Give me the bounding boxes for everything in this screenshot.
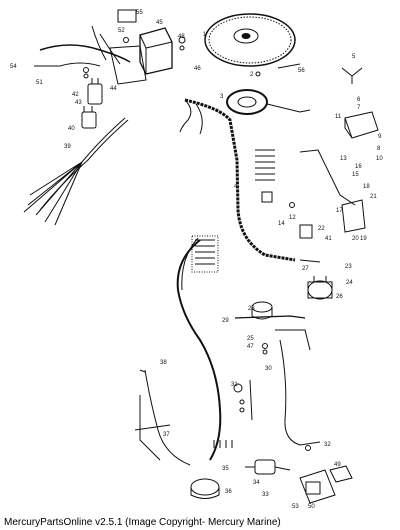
callout-39: 39 <box>64 144 71 150</box>
callout-48: 48 <box>178 34 185 40</box>
main-cable <box>176 235 222 461</box>
callout-32: 32 <box>324 442 331 448</box>
callout-20: 20 <box>352 236 359 242</box>
callout-11: 11 <box>335 114 342 120</box>
callout-13: 13 <box>340 156 347 162</box>
copyright-caption: MercuryPartsOnline v2.5.1 (Image Copyrig… <box>4 517 281 528</box>
small-parts <box>117 9 363 451</box>
callout-44: 44 <box>110 86 117 92</box>
callout-2: 2 <box>250 72 254 78</box>
stator <box>226 89 311 115</box>
callout-5: 5 <box>352 54 356 60</box>
callout-40: 40 <box>68 126 75 132</box>
callout-7: 7 <box>357 105 361 111</box>
callout-24: 24 <box>346 280 353 286</box>
callout-51: 51 <box>36 80 43 86</box>
key-switch <box>190 440 233 499</box>
rectifier-small <box>81 106 97 129</box>
callout-30: 30 <box>265 366 272 372</box>
callout-41: 41 <box>325 236 332 242</box>
flywheel <box>204 13 296 67</box>
callout-31: 31 <box>231 382 238 388</box>
main-harness <box>179 98 321 263</box>
ignition-switch <box>245 459 291 475</box>
bracket-plate <box>299 199 366 239</box>
callout-4: 4 <box>234 184 238 190</box>
callout-9: 9 <box>378 134 382 140</box>
right-cable-routing <box>249 329 321 446</box>
callout-1: 1 <box>203 32 207 38</box>
ignition-coil <box>34 25 131 105</box>
callout-35: 35 <box>222 466 229 472</box>
callout-55: 55 <box>136 10 143 16</box>
callout-19: 19 <box>360 236 367 242</box>
callout-27: 27 <box>302 266 309 272</box>
callout-14: 14 <box>278 221 285 227</box>
switch-box <box>109 27 173 85</box>
callout-labels: 1 2 3 4 5 6 7 8 9 10 11 12 13 14 15 16 1… <box>10 10 383 510</box>
callout-28: 28 <box>248 306 255 312</box>
callout-54: 54 <box>10 64 17 70</box>
callout-34: 34 <box>253 480 260 486</box>
callout-25: 25 <box>247 336 254 342</box>
callout-29: 29 <box>222 318 229 324</box>
callout-12: 12 <box>289 215 296 221</box>
terminal-connectors <box>255 149 275 203</box>
wiring-diagram: 1 2 3 4 5 6 7 8 9 10 11 12 13 14 15 16 1… <box>10 9 383 510</box>
callout-3: 3 <box>220 94 224 100</box>
callout-21: 21 <box>370 194 377 200</box>
left-harness-leads <box>23 117 129 226</box>
callout-45: 45 <box>156 20 163 26</box>
callout-23: 23 <box>345 264 352 270</box>
callout-56: 56 <box>298 68 305 74</box>
callout-22: 22 <box>318 226 325 232</box>
callout-47: 47 <box>247 344 254 350</box>
callout-38: 38 <box>160 360 167 366</box>
control-panel <box>299 465 353 504</box>
callout-26: 26 <box>336 294 343 300</box>
callout-52: 52 <box>118 28 125 34</box>
starter-solenoid <box>307 276 333 300</box>
callout-33: 33 <box>262 492 269 498</box>
callout-37: 37 <box>163 432 170 438</box>
callout-15: 15 <box>352 172 359 178</box>
callout-6: 6 <box>357 97 361 103</box>
callout-53: 53 <box>292 504 299 510</box>
voltage-regulator <box>299 111 379 206</box>
callout-16: 16 <box>355 164 362 170</box>
callout-17: 17 <box>336 208 343 214</box>
callout-43: 43 <box>75 100 82 106</box>
callout-36: 36 <box>225 489 232 495</box>
callout-10: 10 <box>376 156 383 162</box>
callout-8: 8 <box>377 146 381 152</box>
callout-18: 18 <box>363 184 370 190</box>
callout-46: 46 <box>194 66 201 72</box>
lower-harness <box>134 369 191 466</box>
callout-42: 42 <box>72 92 79 98</box>
callout-49: 49 <box>334 462 341 468</box>
callout-50: 50 <box>308 504 315 510</box>
